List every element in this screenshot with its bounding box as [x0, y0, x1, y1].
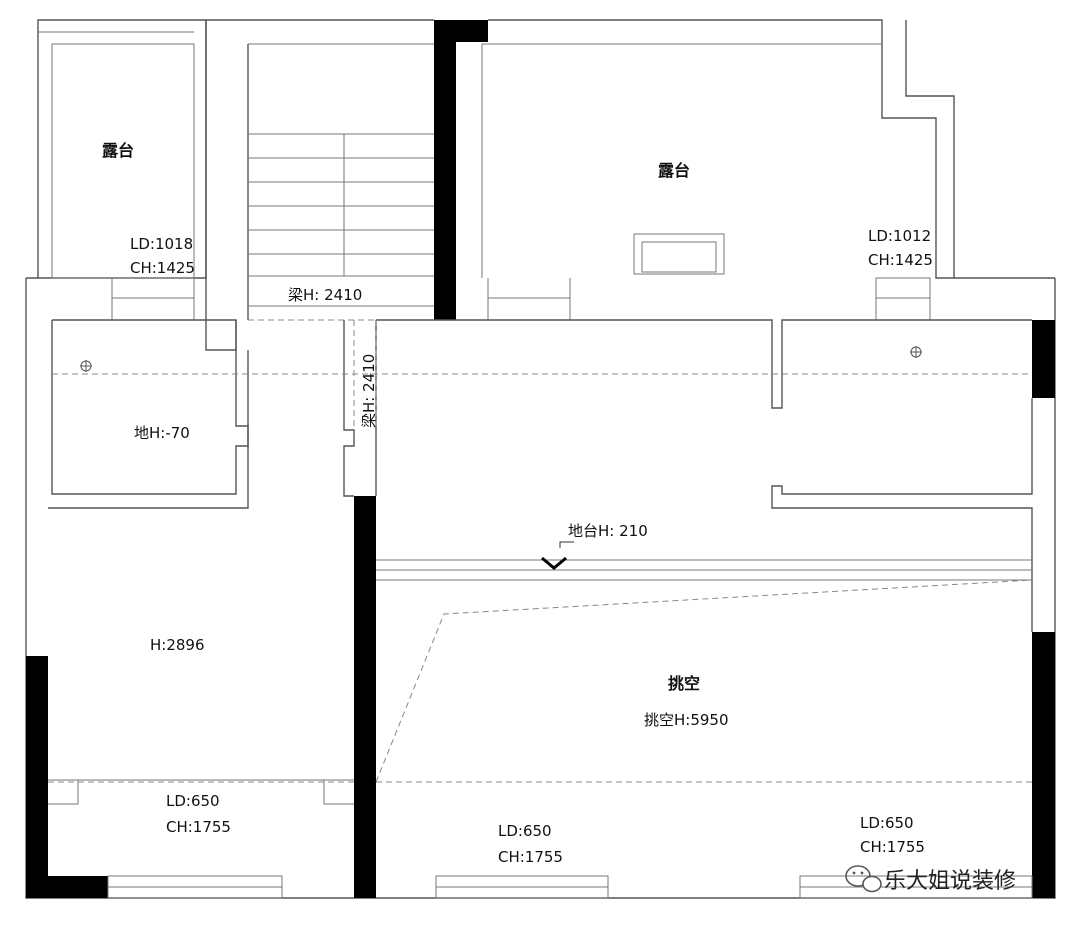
label-window-right-ld: LD:650 — [860, 814, 914, 832]
label-beam-vertical: 梁H: 2410 — [360, 354, 378, 428]
label-terrace-left: 露台 — [102, 141, 134, 160]
label-floor-level: 地H:-70 — [134, 424, 190, 442]
terrace-left — [38, 31, 195, 321]
interior-walls — [48, 319, 1033, 805]
label-void-height: 挑空H:5950 — [644, 711, 729, 729]
bottom-windows — [107, 875, 1033, 899]
label-terrace-right: 露台 — [658, 161, 690, 180]
label-window-right-ch: CH:1755 — [860, 838, 925, 856]
label-terrace-right-ch: CH:1425 — [868, 251, 933, 269]
label-terrace-left-ld: LD:1018 — [130, 235, 193, 253]
label-terrace-right-ld: LD:1012 — [868, 227, 931, 245]
platform-marker-icon — [541, 541, 574, 570]
label-window-left-ld: LD:650 — [166, 792, 220, 810]
label-room-height: H:2896 — [150, 636, 205, 654]
floor-drain-icon — [80, 360, 92, 372]
structural-walls — [26, 20, 1055, 898]
label-window-mid-ch: CH:1755 — [498, 848, 563, 866]
label-window-mid-ld: LD:650 — [498, 822, 552, 840]
floor-drain-icon-right — [910, 346, 922, 358]
label-terrace-left-ch: CH:1425 — [130, 259, 195, 277]
label-void: 挑空 — [668, 674, 700, 693]
label-platform: 地台H: 210 — [568, 522, 648, 540]
outer-walls — [25, 19, 1056, 899]
watermark-text: 乐大姐说装修 — [884, 869, 1016, 894]
wechat-icon — [845, 865, 882, 893]
beam-lines — [48, 320, 1033, 783]
terrace-right — [481, 43, 931, 321]
label-beam-top: 梁H: 2410 — [288, 286, 362, 304]
label-window-left-ch: CH:1755 — [166, 818, 231, 836]
